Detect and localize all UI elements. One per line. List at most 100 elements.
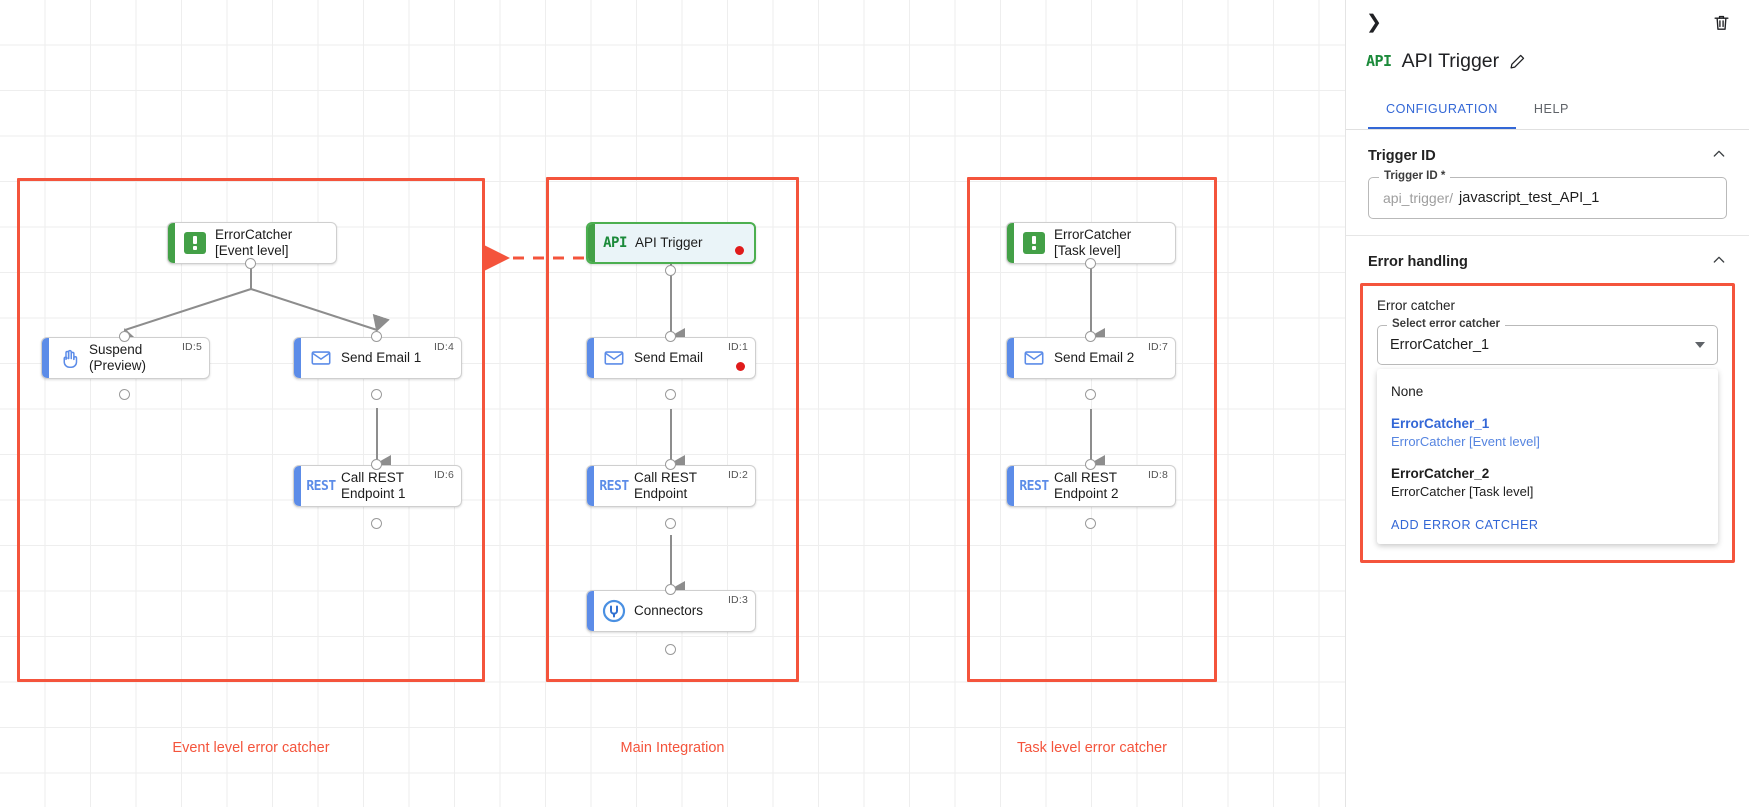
node-label: Suspend (Preview)	[89, 342, 147, 373]
envelope-icon	[301, 347, 341, 369]
node-label: API Trigger	[635, 235, 703, 251]
node-accent	[294, 338, 301, 378]
node-label: Send Email	[634, 350, 704, 366]
section-header-error-handling[interactable]: Error handling	[1346, 236, 1749, 283]
error-catcher-icon	[175, 232, 215, 254]
envelope-icon	[1014, 347, 1054, 369]
rest-icon: REST	[306, 478, 336, 494]
select-legend: Select error catcher	[1387, 318, 1506, 330]
node-suspend-preview[interactable]: Suspend (Preview) ID:5	[41, 337, 210, 379]
trigger-id-input[interactable]: Trigger ID * api_trigger/ javascript_tes…	[1368, 170, 1727, 219]
dropdown-option-errorcatcher-2[interactable]: ErrorCatcher_2 ErrorCatcher [Task level]	[1377, 458, 1718, 508]
collapse-panel-icon[interactable]: ❯	[1366, 11, 1382, 33]
node-call-rest-endpoint[interactable]: REST Call REST Endpoint ID:2	[586, 465, 756, 507]
delete-icon[interactable]	[1707, 8, 1735, 36]
panel-toolbar: ❯	[1346, 0, 1749, 44]
page-title: API Trigger	[1401, 49, 1500, 72]
node-id-tag: ID:7	[1147, 341, 1168, 353]
section-header-trigger-id[interactable]: Trigger ID	[1346, 130, 1749, 177]
chevron-down-icon[interactable]	[1695, 342, 1705, 348]
trigger-id-legend: Trigger ID *	[1379, 170, 1451, 182]
add-error-catcher-button[interactable]: ADD ERROR CATCHER	[1391, 517, 1539, 532]
node-id-tag: ID:2	[727, 469, 748, 481]
option-label: None	[1391, 384, 1424, 399]
error-catcher-select[interactable]: Select error catcher ErrorCatcher_1	[1377, 318, 1718, 365]
node-port-in[interactable]	[371, 331, 382, 342]
node-call-rest-endpoint-1[interactable]: REST Call REST Endpoint 1 ID:6	[293, 465, 462, 507]
node-send-email-1[interactable]: Send Email 1 ID:4	[293, 337, 462, 379]
node-port-in[interactable]	[1085, 459, 1096, 470]
chevron-up-icon[interactable]	[1711, 146, 1727, 165]
node-accent	[587, 591, 594, 631]
node-accent	[168, 223, 175, 263]
node-port-out[interactable]	[1085, 518, 1096, 529]
section-title: Trigger ID	[1368, 147, 1436, 164]
group-box-task-level	[967, 177, 1217, 682]
node-label: Send Email 2	[1054, 350, 1135, 366]
node-label: Connectors	[634, 603, 704, 619]
group-label-main-integration: Main Integration	[620, 740, 725, 756]
dropdown-option-none[interactable]: None	[1377, 376, 1718, 408]
node-port-out[interactable]	[371, 389, 382, 400]
chevron-up-icon[interactable]	[1711, 252, 1727, 271]
group-box-event-level	[17, 178, 485, 682]
node-port-out[interactable]	[119, 389, 130, 400]
connectors-icon	[594, 599, 634, 623]
node-port-out[interactable]	[665, 265, 676, 276]
side-panel: ❯ API API Trigger CONFIGURATION HEL	[1345, 0, 1749, 807]
node-label: Call REST Endpoint 1	[341, 470, 406, 501]
node-call-rest-endpoint-2[interactable]: REST Call REST Endpoint 2 ID:8	[1006, 465, 1176, 507]
node-port-out[interactable]	[665, 389, 676, 400]
panel-header: API API Trigger	[1346, 44, 1749, 78]
group-box-main-integration	[546, 177, 799, 682]
panel-tabs: CONFIGURATION HELP	[1346, 92, 1749, 130]
node-label: Call REST Endpoint 2	[1054, 470, 1119, 501]
node-accent	[1007, 338, 1014, 378]
node-send-email[interactable]: Send Email ID:1	[586, 337, 756, 379]
rest-icon: REST	[599, 478, 629, 494]
node-accent	[1007, 223, 1014, 263]
node-id-tag: ID:6	[433, 469, 454, 481]
node-label: Send Email 1	[341, 350, 422, 366]
error-catcher-label: Error catcher	[1377, 298, 1456, 313]
option-label: ErrorCatcher_1	[1391, 416, 1490, 432]
node-port-in[interactable]	[1085, 331, 1096, 342]
node-id-tag: ID:1	[727, 341, 748, 353]
node-errorcatcher-event-level[interactable]: ErrorCatcher [Event level]	[167, 222, 337, 264]
trigger-id-field-wrap: Trigger ID * api_trigger/ javascript_tes…	[1346, 170, 1749, 235]
node-port-out[interactable]	[665, 644, 676, 655]
tab-configuration[interactable]: CONFIGURATION	[1368, 92, 1516, 129]
hand-icon	[49, 348, 89, 369]
node-connectors[interactable]: Connectors ID:3	[586, 590, 756, 632]
dropdown-option-errorcatcher-1[interactable]: ErrorCatcher_1 ErrorCatcher [Event level…	[1377, 408, 1718, 458]
workflow-canvas[interactable]: Event level error catcher Main Integrati…	[0, 0, 1345, 807]
tab-help[interactable]: HELP	[1533, 102, 1569, 116]
node-accent	[1007, 466, 1014, 506]
node-port-out[interactable]	[1085, 389, 1096, 400]
error-catcher-highlight-box: Error catcher Select error catcher Error…	[1360, 283, 1735, 563]
node-port-out[interactable]	[665, 518, 676, 529]
node-port-in[interactable]	[371, 459, 382, 470]
node-id-tag: ID:8	[1147, 469, 1168, 481]
node-accent	[587, 466, 594, 506]
node-label: ErrorCatcher [Event level]	[215, 227, 293, 258]
node-errorcatcher-task-level[interactable]: ErrorCatcher [Task level]	[1006, 222, 1176, 264]
group-label-task-level: Task level error catcher	[1017, 740, 1167, 756]
error-catcher-dropdown: None ErrorCatcher_1 ErrorCatcher [Event …	[1377, 369, 1718, 544]
node-error-indicator	[735, 246, 744, 255]
node-port-in[interactable]	[665, 331, 676, 342]
select-value: ErrorCatcher_1	[1390, 337, 1490, 353]
node-port-in[interactable]	[665, 584, 676, 595]
edit-icon[interactable]	[1509, 53, 1526, 70]
api-icon: API	[1366, 52, 1392, 70]
node-error-indicator	[736, 362, 745, 371]
node-port-out[interactable]	[1085, 258, 1096, 269]
node-send-email-2[interactable]: Send Email 2 ID:7	[1006, 337, 1176, 379]
node-port-out[interactable]	[245, 258, 256, 269]
node-port-out[interactable]	[371, 518, 382, 529]
node-accent	[294, 466, 301, 506]
node-port-in[interactable]	[665, 459, 676, 470]
node-api-trigger[interactable]: API API Trigger	[586, 222, 756, 264]
node-port-in[interactable]	[119, 331, 130, 342]
node-accent	[587, 338, 594, 378]
